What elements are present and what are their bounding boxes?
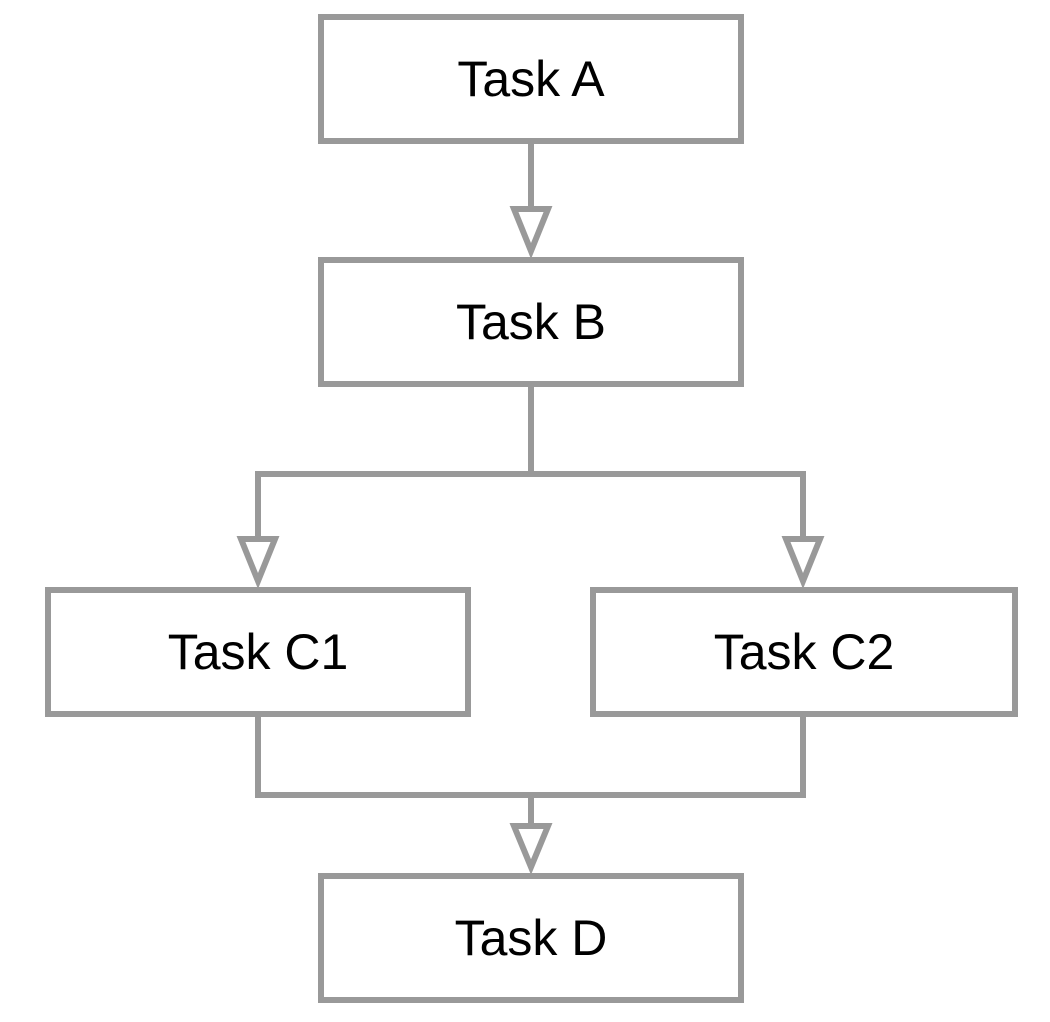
- node-task-d: Task D: [318, 873, 744, 1003]
- edge-b-to-c1: [255, 387, 534, 539]
- edge-c1-to-d: [255, 717, 534, 826]
- node-task-d-label: Task D: [454, 910, 608, 966]
- arrowhead-b-to-c2: [781, 536, 825, 589]
- edge-b-to-c2: [531, 471, 806, 539]
- arrowhead-b-to-c1: [236, 536, 280, 589]
- node-task-a: Task A: [318, 14, 744, 144]
- node-task-c2: Task C2: [590, 587, 1018, 717]
- node-task-b: Task B: [318, 257, 744, 387]
- node-task-b-label: Task B: [455, 294, 607, 350]
- node-task-c1-label: Task C1: [167, 624, 349, 680]
- arrowhead-merge-to-d: [509, 823, 553, 875]
- node-task-c1: Task C1: [45, 587, 471, 717]
- node-task-a-label: Task A: [457, 51, 605, 107]
- arrowhead-a-to-b: [509, 206, 553, 259]
- node-task-c2-label: Task C2: [713, 624, 895, 680]
- edge-c2-to-d: [531, 717, 806, 798]
